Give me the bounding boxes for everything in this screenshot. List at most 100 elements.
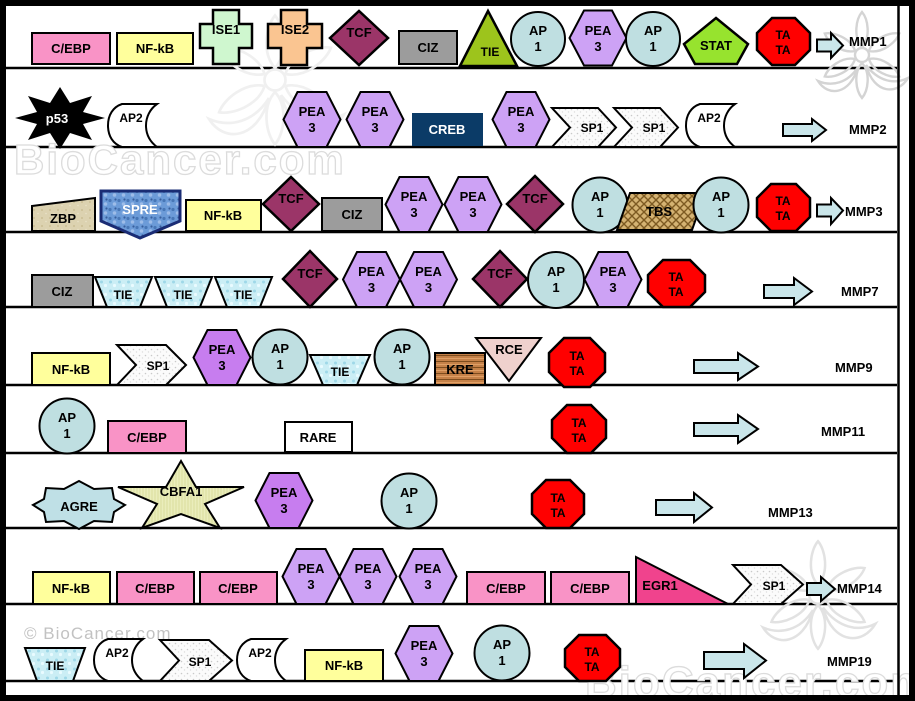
element-label: TA — [571, 431, 586, 445]
element-pea3: PEA 3 — [338, 548, 398, 605]
transcription-arrow-icon — [816, 195, 845, 227]
gene-label: MMP1 — [849, 34, 887, 49]
element-label: 3 — [420, 654, 427, 669]
element-ap1: AP 1 — [473, 624, 531, 682]
element-label: 3 — [424, 577, 431, 592]
element-label: 3 — [410, 205, 417, 220]
element-label: CIZ — [52, 284, 73, 299]
element-tata: TA TA — [547, 336, 607, 389]
element-ap1: AP 1 — [692, 176, 750, 234]
element-label: AP — [644, 23, 662, 38]
element-label: ZBP — [50, 211, 76, 226]
element-tie: TIE — [457, 8, 520, 68]
gene-label: MMP7 — [841, 284, 879, 299]
element-label: PEA — [585, 23, 612, 38]
element-ap1: AP 1 — [38, 397, 96, 455]
transcription-arrow-icon — [693, 413, 760, 445]
element-label: STAT — [700, 38, 732, 53]
transcription-arrow-icon — [703, 642, 768, 681]
element-ap2: AP2 — [235, 638, 290, 682]
element-tcf: TCF — [471, 249, 529, 309]
element-pea3: PEA 3 — [583, 251, 643, 308]
gene-label: MMP9 — [835, 360, 873, 375]
promoter-row-mmp19: TIE AP2 SP1 AP2 NF-kB PEA 3 AP 1 TA TA M… — [23, 624, 872, 683]
watermark-brand-text: BioCancer.com — [14, 136, 346, 183]
element-ap1: AP 1 — [251, 328, 309, 386]
element-label: TIE — [46, 659, 65, 673]
element-tcf: TCF — [505, 174, 565, 234]
element-label: CIZ — [342, 207, 363, 222]
element-ciz: CIZ — [321, 197, 383, 232]
element-label: 1 — [276, 357, 283, 372]
gene-label: MMP14 — [837, 581, 883, 596]
element-ap2: AP2 — [92, 638, 147, 682]
element-label: SP1 — [763, 579, 786, 593]
element-ap1: AP 1 — [510, 11, 566, 67]
element-label: SP1 — [189, 655, 212, 669]
promoter-row-mmp2: p53 AP2 PEA 3 PEA 3 CREB PEA 3 SP1 SP1 A… — [15, 87, 887, 149]
element-label: AP2 — [697, 111, 721, 125]
element-label: NF-kB — [325, 658, 363, 673]
element-label: TIE — [234, 288, 253, 302]
element-label: TCF — [522, 191, 547, 206]
element-tata: TA TA — [646, 258, 707, 309]
element-ap1: AP 1 — [380, 472, 438, 530]
element-pea3: PEA 3 — [345, 91, 405, 148]
element-cebp: C/EBP — [31, 32, 111, 65]
element-label: NF-kB — [204, 208, 242, 223]
element-label: AP — [58, 410, 76, 425]
transcription-arrow-icon — [655, 490, 714, 525]
element-label: CIZ — [418, 40, 439, 55]
element-label: AP — [529, 23, 547, 38]
element-label: 1 — [405, 501, 412, 516]
element-tata: TA TA — [550, 403, 608, 455]
element-zbp: ZBP — [31, 196, 96, 232]
element-label: TCF — [297, 266, 322, 281]
element-label: PEA — [508, 104, 535, 119]
element-label: PEA — [298, 561, 325, 576]
element-label: NF-kB — [52, 362, 90, 377]
element-label: PEA — [355, 561, 382, 576]
transcription-arrow-icon — [816, 30, 845, 61]
element-rare: RARE — [284, 421, 353, 453]
element-label: PEA — [209, 342, 236, 357]
element-label: 3 — [517, 120, 524, 135]
element-tbs: TBS — [615, 192, 707, 231]
element-label: EGR1 — [642, 578, 677, 593]
element-label: PEA — [600, 264, 627, 279]
element-nfkb: NF-kB — [304, 649, 384, 682]
element-label: TA — [668, 285, 683, 299]
element-label: 3 — [425, 280, 432, 295]
element-label: PEA — [411, 638, 438, 653]
element-pea3: PEA 3 — [282, 91, 342, 148]
gene-label: MMP3 — [845, 204, 883, 219]
element-label: 3 — [308, 120, 315, 135]
element-label: TBS — [646, 204, 672, 219]
element-label: SP1 — [643, 121, 666, 135]
element-label: 1 — [552, 280, 559, 295]
element-label: TA — [550, 491, 565, 505]
transcription-arrow-icon — [806, 574, 837, 604]
element-label: TIE — [174, 288, 193, 302]
element-label: 1 — [717, 205, 724, 220]
element-pea3: PEA 3 — [398, 251, 459, 308]
promoter-row-mmp7: CIZ TIE TIE TIE TCF PEA 3 PEA 3 TCF AP 1… — [31, 249, 879, 309]
element-ap1: AP 1 — [571, 176, 629, 234]
element-agre: AGRE — [31, 479, 127, 531]
element-tata: TA TA — [530, 478, 586, 530]
transcription-arrow-icon — [693, 351, 760, 382]
element-label: TA — [550, 506, 565, 520]
element-label: AP — [712, 189, 730, 204]
element-label: ISE2 — [281, 22, 309, 37]
element-label: AP2 — [119, 111, 143, 125]
element-cebp: C/EBP — [107, 420, 187, 454]
element-label: TA — [775, 209, 790, 223]
element-label: SP1 — [147, 359, 170, 373]
element-pea3: PEA 3 — [398, 548, 458, 605]
element-label: C/EBP — [218, 581, 258, 596]
element-tata: TA TA — [755, 182, 812, 233]
element-nfkb: NF-kB — [31, 352, 111, 386]
